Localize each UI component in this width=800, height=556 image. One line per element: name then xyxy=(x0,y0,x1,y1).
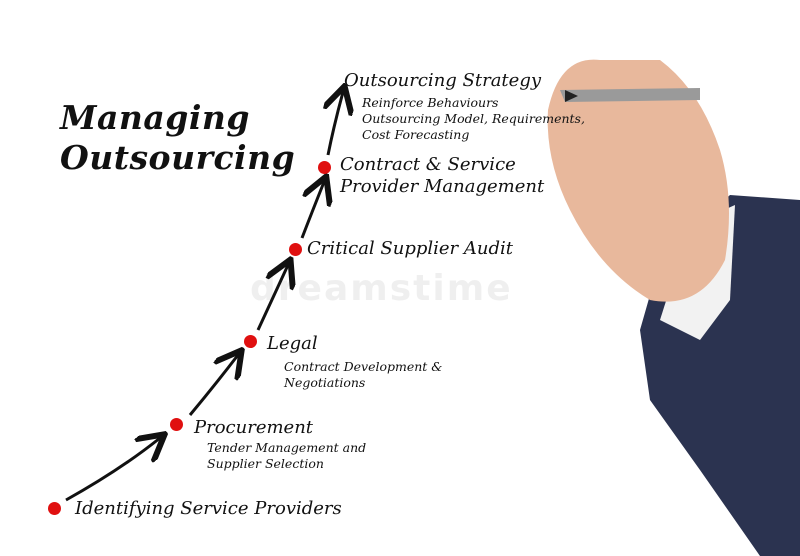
step-2-title: Procurement xyxy=(194,417,314,438)
step-5-title: Contract & Service Provider Management xyxy=(340,154,544,198)
step-6-detail: Reinforce Behaviours Outsourcing Model, … xyxy=(362,95,585,143)
step-4-dot xyxy=(289,243,302,256)
hand-illustration xyxy=(547,59,800,556)
step-6-detail-line-1: Reinforce Behaviours xyxy=(362,95,499,110)
step-3-dot xyxy=(244,335,257,348)
step-1-dot xyxy=(48,502,61,515)
step-6-detail-line-2: Outsourcing Model, Requirements, xyxy=(362,111,585,126)
arrow-2 xyxy=(188,355,238,416)
title-line-1: Managing xyxy=(60,98,250,137)
step-5-dot xyxy=(318,161,331,174)
arrow-5 xyxy=(328,92,343,156)
arrow-1 xyxy=(65,438,160,502)
step-3-detail: Contract Development & Negotiations xyxy=(284,359,442,391)
page-title: Managing Outsourcing xyxy=(60,98,295,178)
step-4-title: Critical Supplier Audit xyxy=(307,238,513,259)
step-2-detail-line-2: Supplier Selection xyxy=(207,456,324,471)
step-5-title-line-1: Contract & Service xyxy=(340,154,516,175)
step-1-title: Identifying Service Providers xyxy=(75,498,342,519)
step-3-title: Legal xyxy=(267,333,318,354)
step-2-detail-line-1: Tender Management and xyxy=(207,440,367,455)
step-2-dot xyxy=(170,418,183,431)
title-line-2: Outsourcing xyxy=(60,138,296,177)
arrow-3 xyxy=(256,265,288,331)
step-2-detail: Tender Management and Supplier Selection xyxy=(207,440,366,472)
step-3-detail-line-2: Negotiations xyxy=(284,375,366,390)
arrow-4 xyxy=(300,182,324,239)
step-6-detail-line-3: Cost Forecasting xyxy=(362,127,470,142)
step-5-title-line-2: Provider Management xyxy=(340,176,545,197)
step-3-detail-line-1: Contract Development & xyxy=(284,359,443,374)
step-6-title: Outsourcing Strategy xyxy=(344,70,542,91)
